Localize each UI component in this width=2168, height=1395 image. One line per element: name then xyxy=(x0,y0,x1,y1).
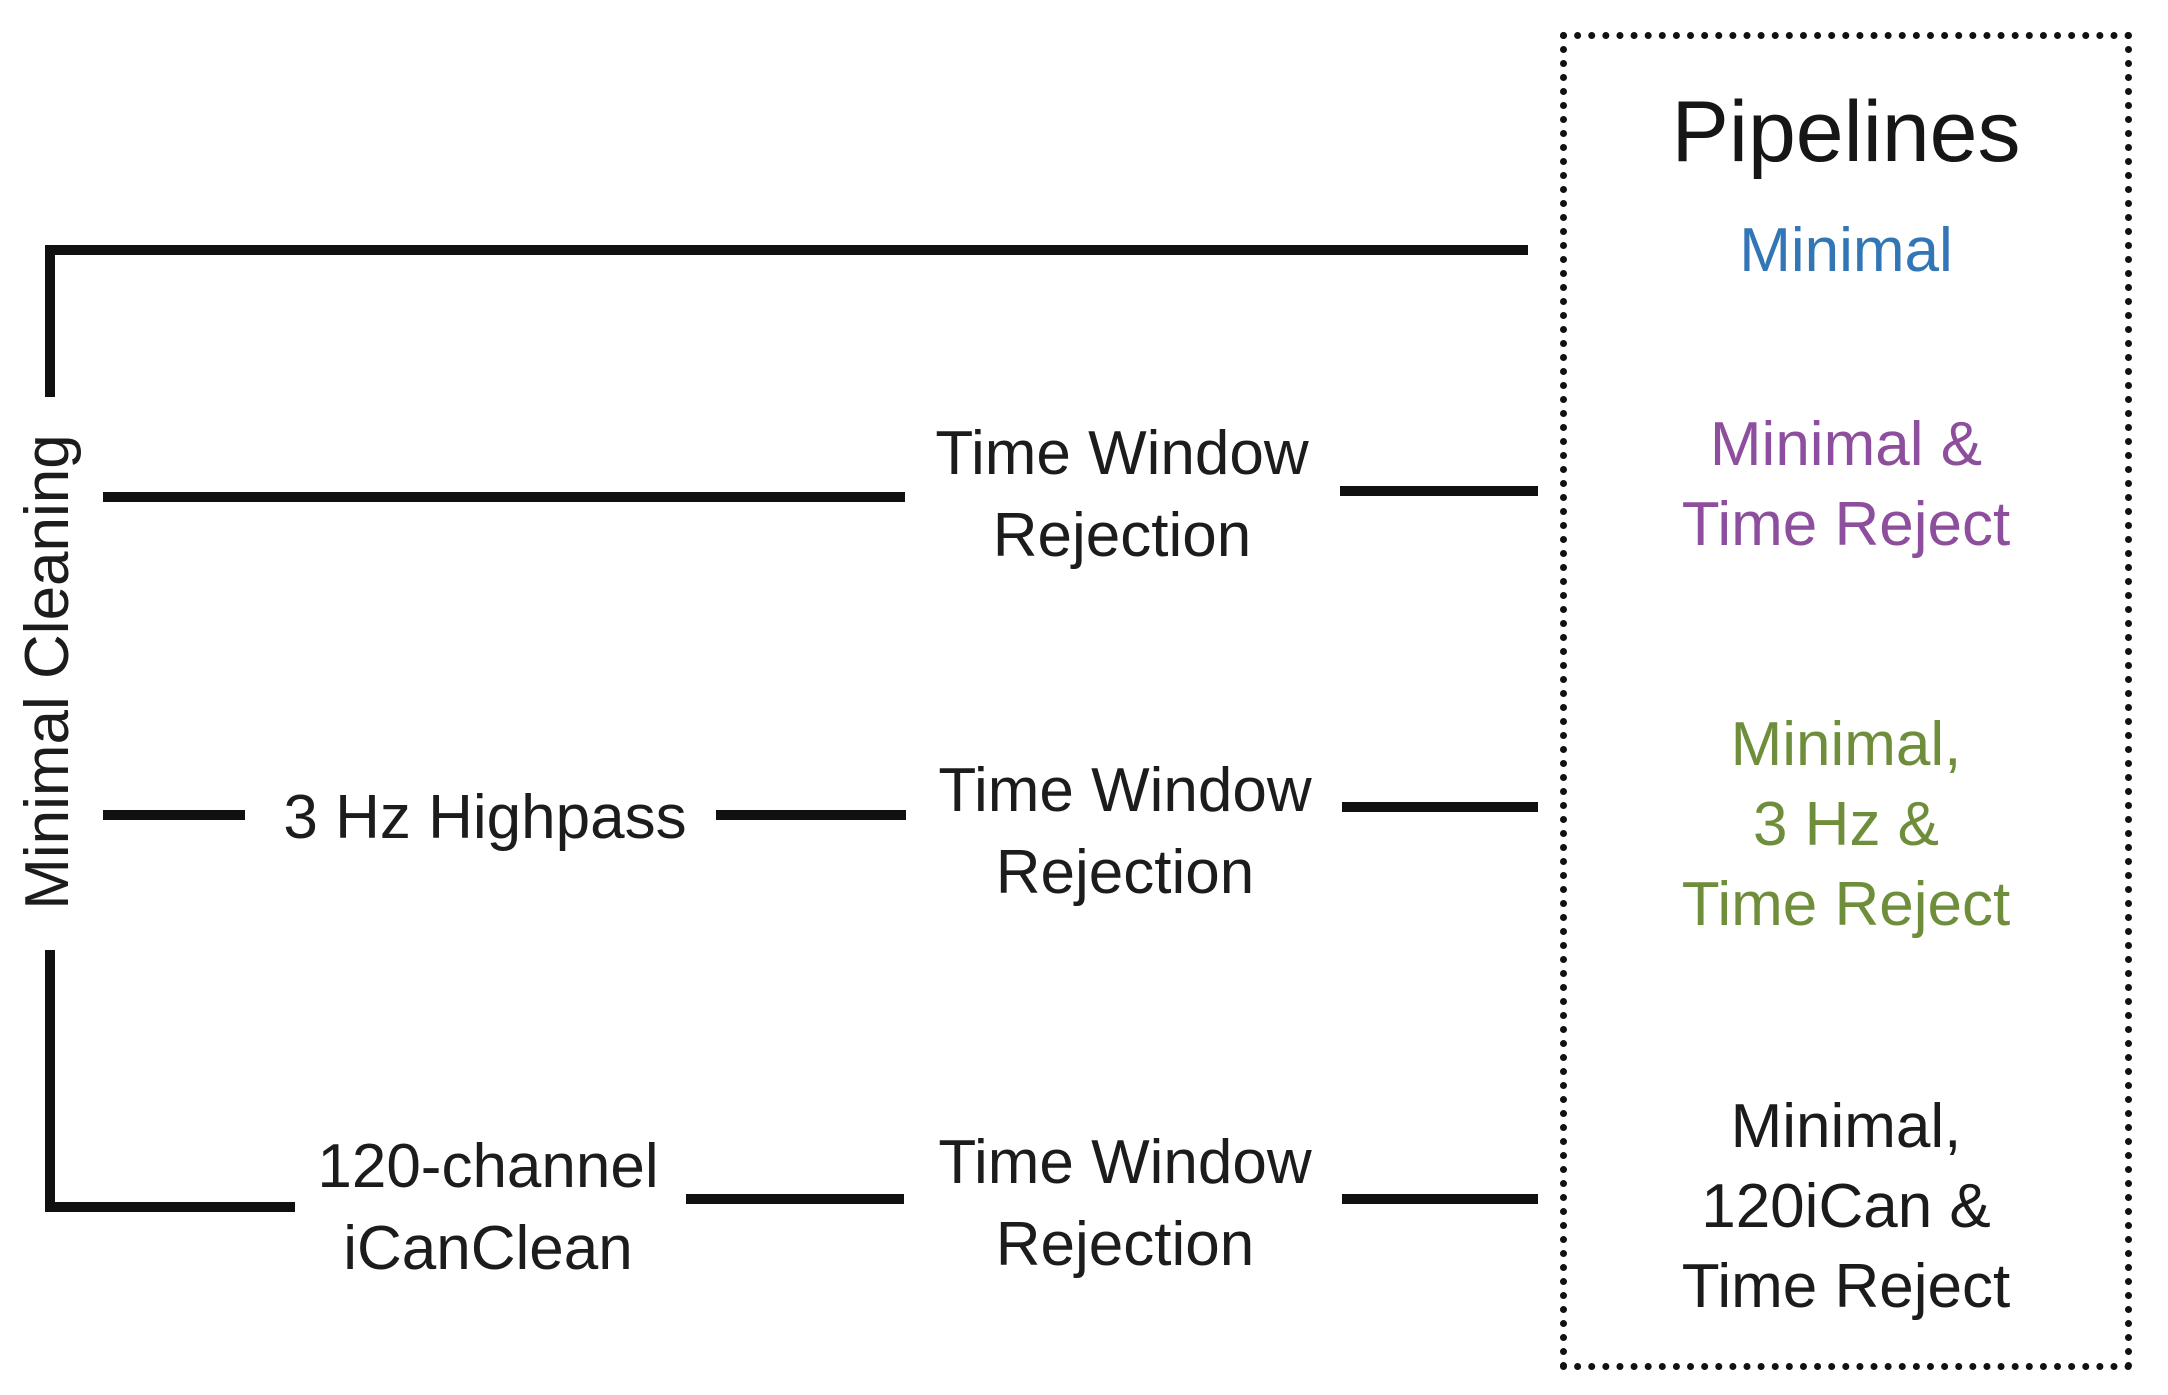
time-window-line1: Time Window xyxy=(938,756,1312,825)
branch3-connector xyxy=(1342,802,1538,812)
branch4-line-left xyxy=(45,1202,295,1212)
node-3hz-highpass: 3 Hz Highpass xyxy=(283,783,687,852)
branch2-connector xyxy=(1340,486,1538,496)
pipeline-entry-line: Minimal, xyxy=(1730,1092,1962,1161)
branch3-line xyxy=(716,810,906,820)
node-time-window-rejection-4: Time Window Rejection xyxy=(938,1122,1311,1286)
trunk-vertical-line-upper xyxy=(45,245,55,397)
pipeline-entry-minimal-time-reject: Minimal & Time Reject xyxy=(1567,405,2125,565)
pipeline-entry-line: 3 Hz & xyxy=(1752,790,1940,859)
time-window-line1: Time Window xyxy=(935,419,1309,488)
time-window-line1: Time Window xyxy=(938,1128,1312,1197)
pipeline-entry-minimal-3hz-time-reject: Minimal, 3 Hz & Time Reject xyxy=(1567,705,2125,945)
pipeline-entry-minimal: Minimal xyxy=(1567,211,2125,291)
node-time-window-rejection-2: Time Window Rejection xyxy=(935,413,1308,577)
pipeline-entry-minimal-120ican-time-reject: Minimal, 120iCan & Time Reject xyxy=(1567,1087,2125,1327)
pipeline-entry-line: Time Reject xyxy=(1681,870,2011,939)
node-120-channel-line1: 120-channel xyxy=(317,1132,659,1201)
node-120-channel-line2: iCanClean xyxy=(343,1214,633,1283)
pipeline-entry-line: Minimal & xyxy=(1709,410,1983,479)
pipeline-entry-line: Minimal xyxy=(1739,216,1953,285)
pipeline-entry-line: 120iCan & xyxy=(1701,1172,1991,1241)
node-time-window-rejection-3: Time Window Rejection xyxy=(938,750,1311,914)
pipeline-entry-line: Minimal, xyxy=(1730,710,1962,779)
branch4-connector xyxy=(1342,1194,1538,1204)
trunk-vertical-line-lower xyxy=(45,950,55,1212)
pipeline-entry-line: Time Reject xyxy=(1681,490,2011,559)
pipelines-title: Pipelines xyxy=(1671,84,2021,180)
trunk-top-line xyxy=(45,245,1528,255)
node-120-channel-icanclean: 120-channel iCanClean xyxy=(317,1126,658,1290)
branch3-stub xyxy=(103,810,245,820)
branch2-line xyxy=(103,492,905,502)
branch4-line-mid xyxy=(686,1194,904,1204)
root-label: Minimal Cleaning xyxy=(13,434,82,910)
time-window-line2: Rejection xyxy=(992,501,1252,570)
time-window-line2: Rejection xyxy=(995,838,1255,907)
pipelines-box: Pipelines Minimal Minimal & Time Reject … xyxy=(1560,32,2132,1370)
time-window-line2: Rejection xyxy=(995,1210,1255,1279)
pipeline-entry-line: Time Reject xyxy=(1681,1252,2011,1321)
